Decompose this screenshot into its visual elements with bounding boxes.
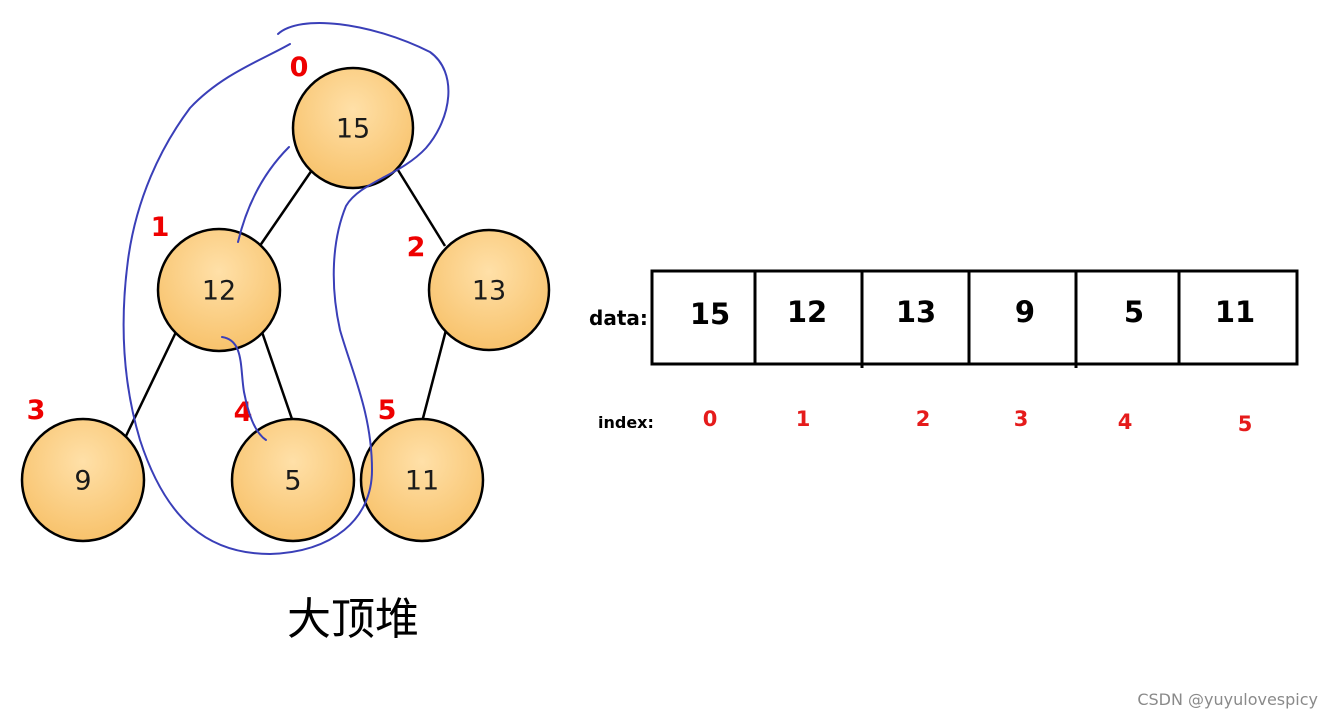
hand-annotation [122, 22, 450, 555]
node-circle [359, 417, 485, 543]
node-circle [230, 417, 356, 543]
node-index-2: 2 [407, 232, 426, 263]
edge-1-3 [124, 331, 178, 437]
tree-nodes: 15 12 13 9 5 11 [20, 66, 551, 543]
array-border [650, 269, 1299, 366]
edge-0-2 [396, 169, 447, 247]
array-cell-value-5: 11 [1215, 295, 1255, 329]
edge-2-5 [420, 329, 448, 423]
node-index-1: 1 [151, 212, 170, 243]
array-cell-value-0: 15 [690, 297, 730, 331]
array-cell-value-4: 5 [1124, 295, 1144, 329]
array-cell-value-3: 9 [1015, 295, 1035, 329]
array-index-2: 2 [916, 407, 931, 431]
node-value: 12 [202, 276, 236, 307]
node-circle [291, 66, 415, 190]
array-view: data: index: 15 12 13 9 5 11 0 1 2 3 4 5 [589, 269, 1299, 436]
index-row-label: index: [598, 413, 654, 432]
heap-node-4: 5 [230, 417, 356, 543]
node-index-0: 0 [290, 52, 309, 83]
node-circle [156, 227, 282, 353]
heap-node-1: 12 [156, 227, 282, 353]
array-cell-value-2: 13 [896, 295, 936, 329]
inner-curve-top [237, 146, 290, 243]
node-index-3: 3 [27, 395, 46, 426]
node-circle [20, 417, 146, 543]
outer-loop-stroke [122, 22, 450, 555]
data-row-label: data: [589, 306, 648, 330]
node-value: 5 [284, 466, 301, 497]
array-index-3: 3 [1014, 407, 1029, 431]
inner-curve-bottom [221, 336, 267, 441]
array-index-4: 4 [1118, 410, 1133, 434]
array-cell-value-1: 12 [787, 295, 827, 329]
node-value: 13 [472, 276, 506, 307]
node-value: 9 [74, 466, 91, 497]
array-index-1: 1 [796, 407, 811, 431]
edge-1-4 [260, 331, 295, 423]
node-circle [427, 228, 551, 352]
node-index-5: 5 [378, 395, 397, 426]
heap-node-0: 15 [291, 66, 415, 190]
heap-node-3: 9 [20, 417, 146, 543]
heap-caption: 大顶堆 [287, 594, 419, 645]
heap-node-5: 11 [359, 417, 485, 543]
node-value: 15 [336, 114, 370, 145]
edge-0-1 [255, 169, 314, 251]
node-value: 11 [405, 466, 439, 497]
watermark: CSDN @yuyulovespicy [1137, 690, 1318, 709]
tree-edges [124, 169, 448, 437]
array-index-0: 0 [703, 407, 718, 431]
heap-node-2: 13 [427, 228, 551, 352]
array-index-5: 5 [1238, 412, 1253, 436]
